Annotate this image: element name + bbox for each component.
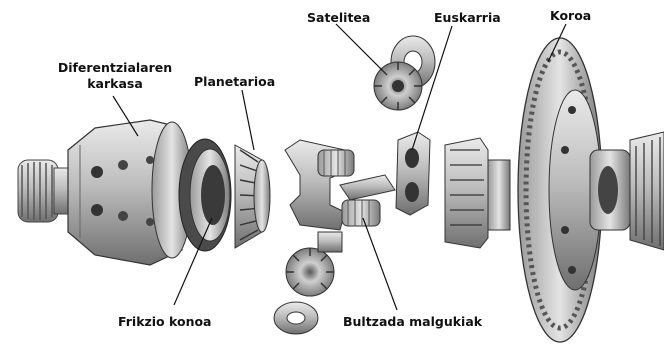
label-side-gear: Planetarioa <box>194 74 275 90</box>
left-shaft-gear <box>18 160 68 222</box>
label-housing-line1: Diferentzialaren <box>40 60 190 76</box>
label-support: Euskarria <box>434 10 501 26</box>
right-shaft-gear <box>630 132 664 250</box>
label-housing-line2: karkasa <box>40 76 190 92</box>
ring-gear <box>518 38 630 342</box>
label-thrust-springs: Bultzada malgukiak <box>343 314 482 330</box>
thrust-springs-assembly <box>285 140 395 252</box>
side-gear <box>235 145 270 248</box>
side-gear-right <box>445 138 510 248</box>
label-pinion: Satelitea <box>307 10 370 26</box>
label-housing: Diferentzialaren karkasa <box>40 60 190 92</box>
leader-side-gear <box>242 90 254 150</box>
label-friction-cone: Frikzio konoa <box>118 314 212 330</box>
pinion-gear-bottom <box>274 248 334 334</box>
leader-pinion <box>336 24 382 70</box>
label-ring-gear: Koroa <box>550 8 591 24</box>
support-bracket <box>396 132 430 215</box>
leader-thrust-springs <box>363 218 397 310</box>
pinion-gear-top <box>374 36 435 110</box>
differential-housing <box>68 120 192 265</box>
